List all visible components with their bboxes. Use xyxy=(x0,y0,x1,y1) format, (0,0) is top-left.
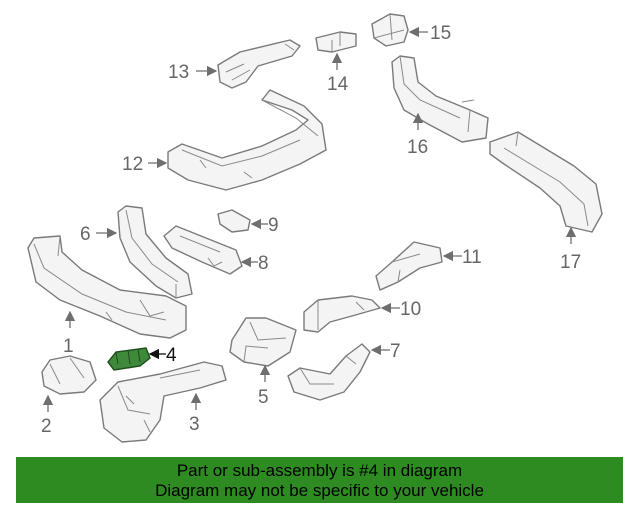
part-3-duct[interactable] xyxy=(99,361,227,443)
part-13-duct[interactable] xyxy=(217,39,301,89)
callout-8: 8 xyxy=(240,253,269,274)
part-9-clip[interactable] xyxy=(217,209,251,233)
callout-3: 3 xyxy=(189,392,202,435)
part-15-vent[interactable] xyxy=(371,13,409,47)
part-11-duct[interactable] xyxy=(375,241,443,291)
part-1-duct[interactable] xyxy=(27,235,187,339)
svg-text:14: 14 xyxy=(327,74,349,95)
callout-2: 2 xyxy=(41,394,54,437)
part-6-duct[interactable] xyxy=(117,205,193,299)
svg-text:3: 3 xyxy=(189,414,200,435)
svg-text:4: 4 xyxy=(166,345,177,366)
svg-text:11: 11 xyxy=(462,247,482,268)
callout-14: 14 xyxy=(327,52,349,95)
svg-text:6: 6 xyxy=(80,224,91,245)
svg-text:17: 17 xyxy=(560,252,581,273)
part-10-duct[interactable] xyxy=(303,295,381,333)
svg-text:5: 5 xyxy=(258,387,269,408)
info-banner: Part or sub-assembly is #4 in diagram Di… xyxy=(16,457,623,503)
callout-10: 10 xyxy=(380,299,421,320)
banner-line-1: Part or sub-assembly is #4 in diagram xyxy=(176,461,463,480)
svg-text:13: 13 xyxy=(168,62,189,83)
part-16-duct[interactable] xyxy=(391,55,489,143)
callout-15: 15 xyxy=(408,23,451,44)
parts-diagram: 13 14 15 12 16 17 6 9 8 11 1 10 xyxy=(27,13,603,443)
svg-text:10: 10 xyxy=(400,299,421,320)
part-12-duct[interactable] xyxy=(167,89,327,191)
svg-text:1: 1 xyxy=(63,336,74,357)
svg-text:8: 8 xyxy=(258,253,269,274)
svg-text:2: 2 xyxy=(41,416,52,437)
callout-17: 17 xyxy=(560,226,581,273)
callout-4: 4 xyxy=(148,345,177,366)
callout-9: 9 xyxy=(250,215,279,236)
svg-text:16: 16 xyxy=(407,137,428,158)
part-7-duct[interactable] xyxy=(287,343,371,401)
callout-7: 7 xyxy=(370,341,401,362)
part-2-vent[interactable] xyxy=(41,355,97,395)
callout-13: 13 xyxy=(168,62,218,83)
callout-11: 11 xyxy=(442,247,482,268)
callout-1: 1 xyxy=(63,310,76,357)
part-17-duct[interactable] xyxy=(489,131,603,233)
callout-12: 12 xyxy=(122,154,168,175)
part-14-vent[interactable] xyxy=(315,31,357,53)
svg-text:7: 7 xyxy=(390,341,401,362)
banner-line-2: Diagram may not be specific to your vehi… xyxy=(155,481,484,500)
svg-text:12: 12 xyxy=(122,154,143,175)
svg-text:15: 15 xyxy=(430,23,451,44)
svg-text:9: 9 xyxy=(268,215,279,236)
part-5-duct[interactable] xyxy=(229,317,297,367)
callout-16: 16 xyxy=(407,112,428,158)
part-4-highlighted[interactable] xyxy=(107,347,151,371)
callout-6: 6 xyxy=(80,224,118,245)
callout-5: 5 xyxy=(258,364,271,408)
